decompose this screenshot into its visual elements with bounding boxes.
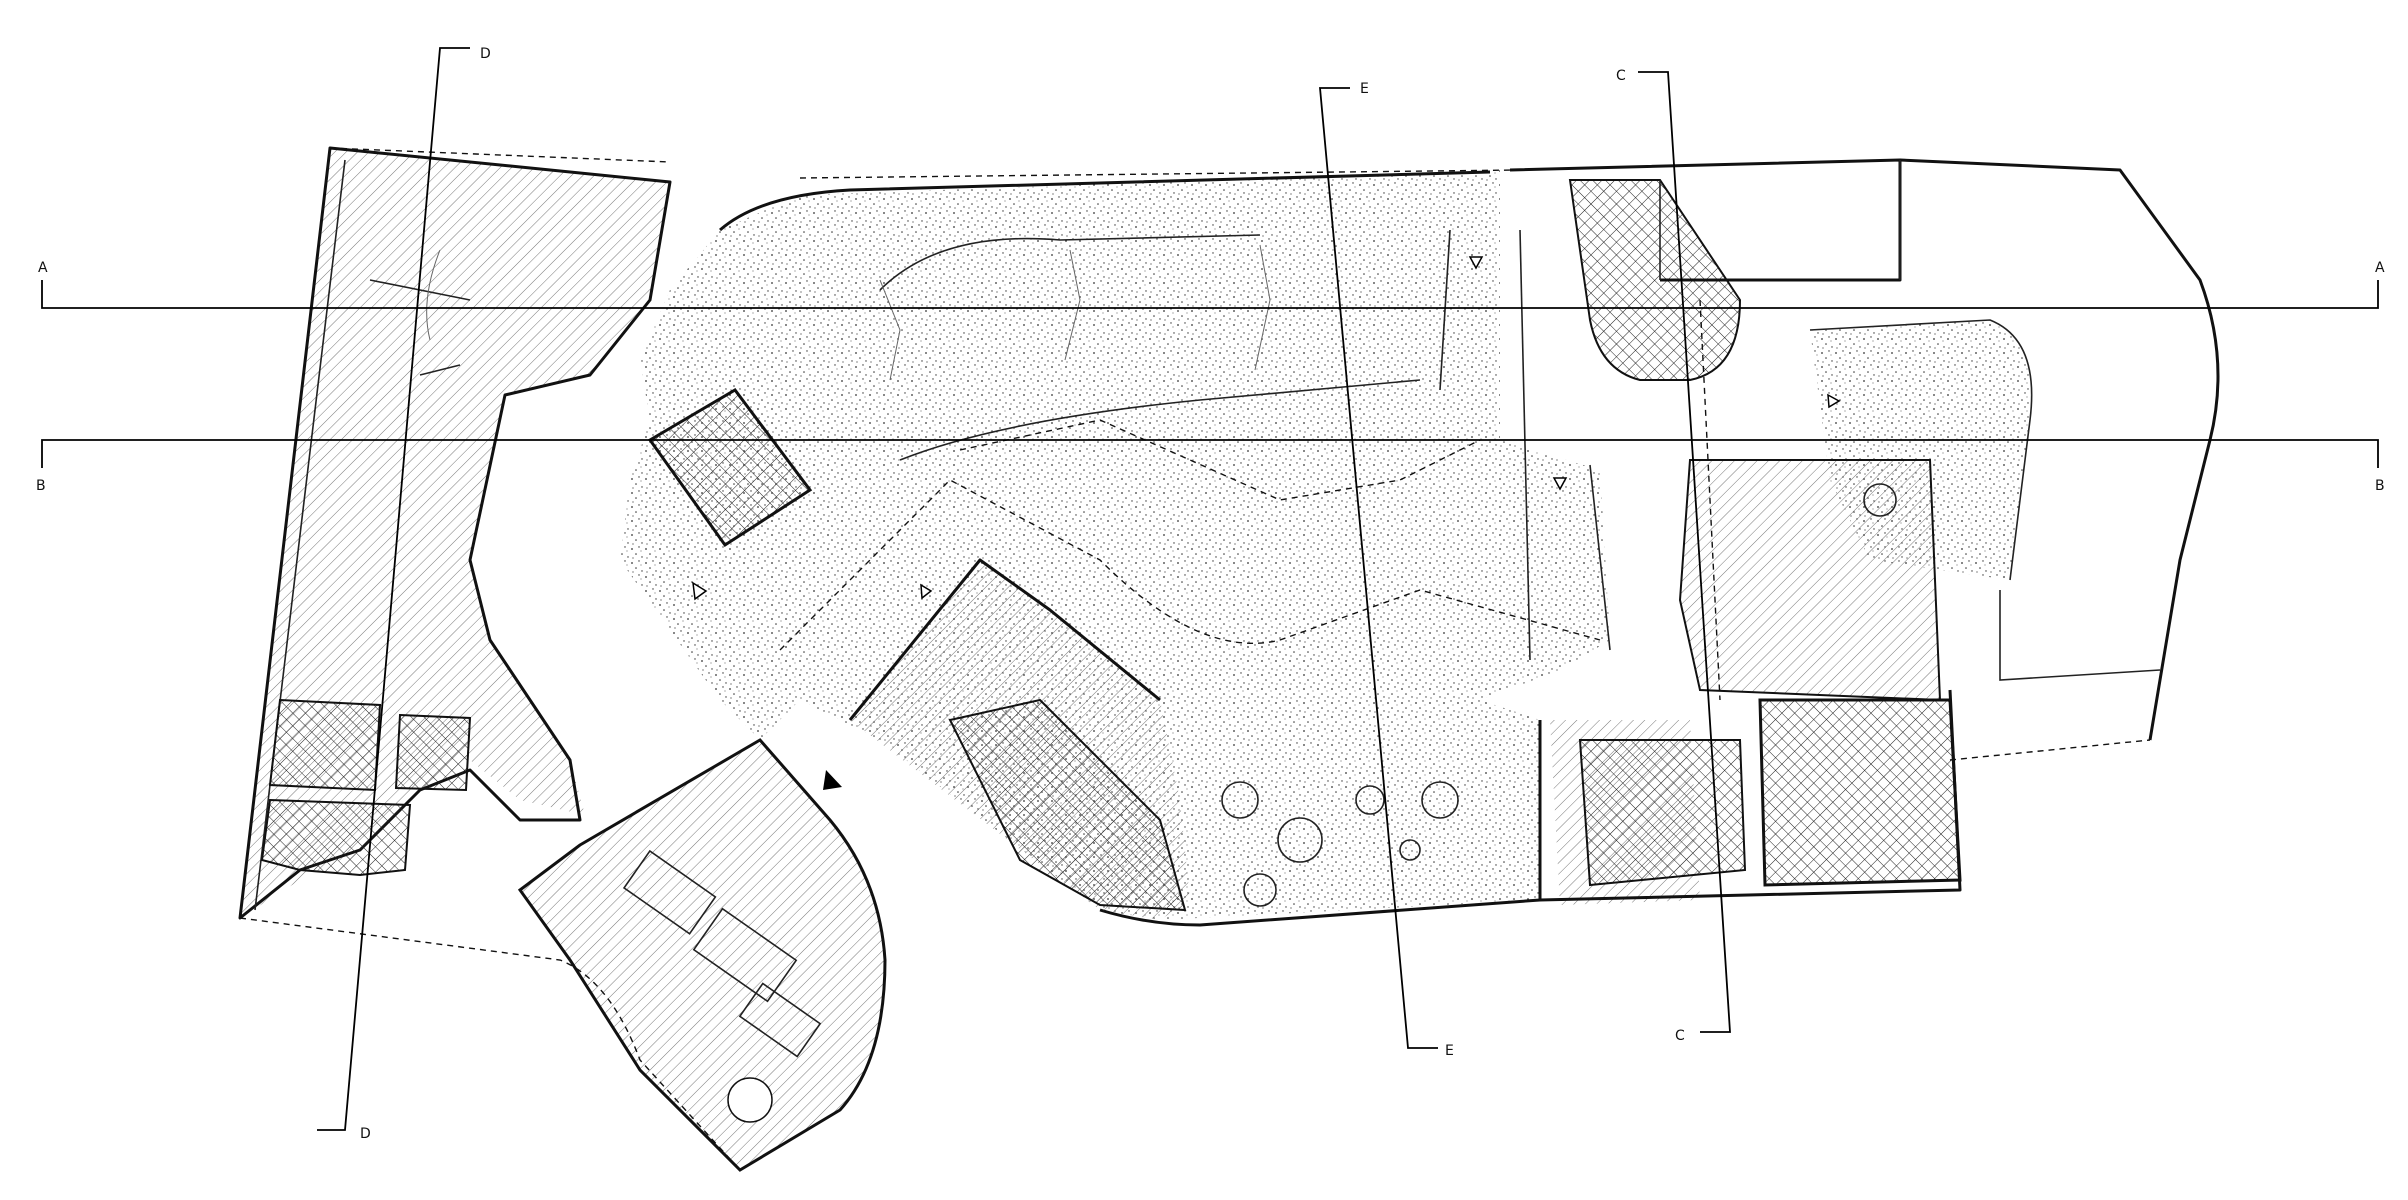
round-table: [727, 1077, 773, 1123]
dining-room: [1578, 739, 1747, 887]
kitchen-room: [1758, 698, 1962, 887]
main-hall-outline: [719, 170, 1491, 232]
site-boundary-n: [329, 147, 1521, 179]
direction-triangle-icon: [1827, 393, 1841, 409]
lower-right-rooms: [1538, 299, 2161, 905]
toilet-block-1: [268, 698, 382, 792]
diagonal-room: [647, 388, 813, 548]
section-label-b-left: B: [36, 478, 46, 494]
cafe-seating: [1568, 179, 1742, 381]
section-label-d-top: D: [480, 46, 491, 62]
toilet-block-2: [394, 713, 472, 792]
direction-triangle-icon: [920, 583, 933, 600]
section-label-e-top: E: [1360, 81, 1369, 97]
direction-triangle-icon: [1468, 256, 1484, 270]
section-label-a-left: A: [38, 260, 48, 276]
section-label-d-bottom: D: [360, 1126, 371, 1142]
section-label-e-bottom: E: [1445, 1043, 1454, 1059]
central-south-room: [848, 558, 1190, 920]
south-annex: [517, 738, 887, 1172]
site-boundary-sw: [239, 917, 741, 1171]
entrance-arrow-icon: [823, 770, 842, 790]
section-label-b-right: B: [2375, 478, 2385, 494]
section-label-c-bottom: C: [1675, 1028, 1685, 1044]
direction-triangle-icon: [692, 581, 708, 601]
section-label-c-top: C: [1616, 68, 1626, 84]
toilet-block-3: [260, 798, 412, 877]
section-label-a-right: A: [2375, 260, 2385, 276]
direction-triangle-icon: [1552, 477, 1568, 491]
